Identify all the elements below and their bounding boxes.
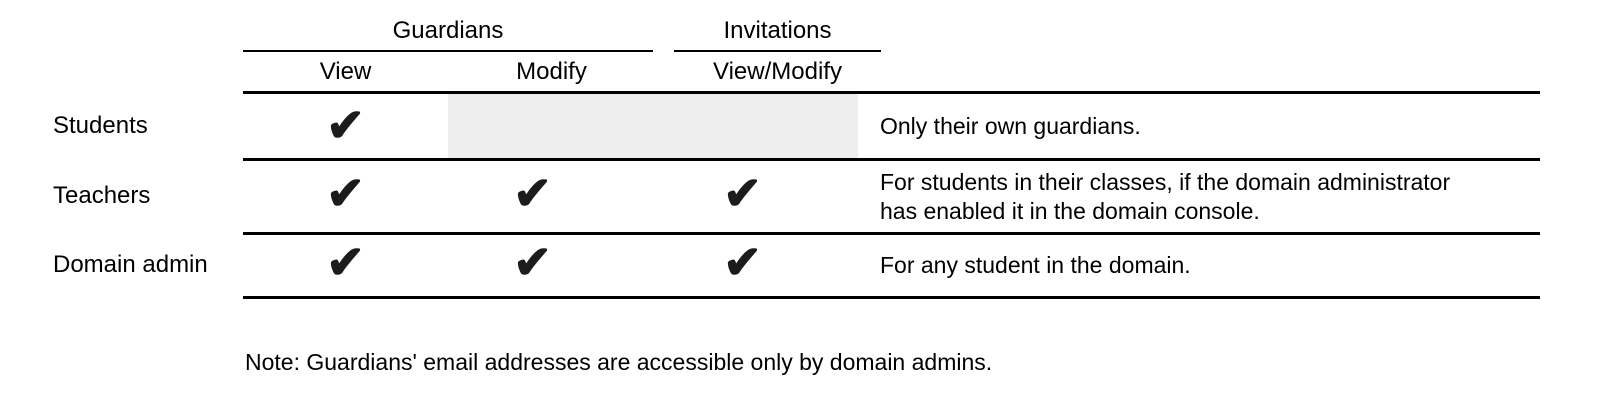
note-teachers-line-2: has enabled it in the domain console. xyxy=(880,198,1260,224)
check-icon: ✔ xyxy=(326,236,365,288)
check-icon: ✔ xyxy=(723,236,762,288)
column-group-guardians: Guardians xyxy=(392,17,504,44)
column-header-modify: Modify xyxy=(516,58,587,85)
column-group-invitations: Invitations xyxy=(723,17,832,44)
row-rule xyxy=(243,158,1540,161)
column-header-view: View xyxy=(319,58,372,85)
bottom-rule xyxy=(243,296,1540,299)
check-icon: ✔ xyxy=(513,236,552,288)
row-label-domain-admin: Domain admin xyxy=(53,251,208,278)
note-teachers: For students in their classes, if the do… xyxy=(880,168,1540,226)
header-rule xyxy=(243,91,1540,94)
check-icon: ✔ xyxy=(513,167,552,219)
disabled-cells-overlay xyxy=(448,94,858,158)
invitations-underline xyxy=(674,50,881,52)
note-teachers-line-1: For students in their classes, if the do… xyxy=(880,169,1451,195)
row-label-teachers: Teachers xyxy=(53,182,151,209)
note-domain-admin: For any student in the domain. xyxy=(880,252,1191,278)
check-icon: ✔ xyxy=(326,99,365,151)
guardians-underline xyxy=(243,50,653,52)
row-label-students: Students xyxy=(53,112,148,139)
footnote: Note: Guardians' email addresses are acc… xyxy=(245,349,993,375)
check-icon: ✔ xyxy=(326,167,365,219)
row-rule xyxy=(243,232,1540,235)
check-icon: ✔ xyxy=(723,167,762,219)
column-header-view-modify: View/Modify xyxy=(713,58,842,85)
note-students: Only their own guardians. xyxy=(880,113,1141,139)
